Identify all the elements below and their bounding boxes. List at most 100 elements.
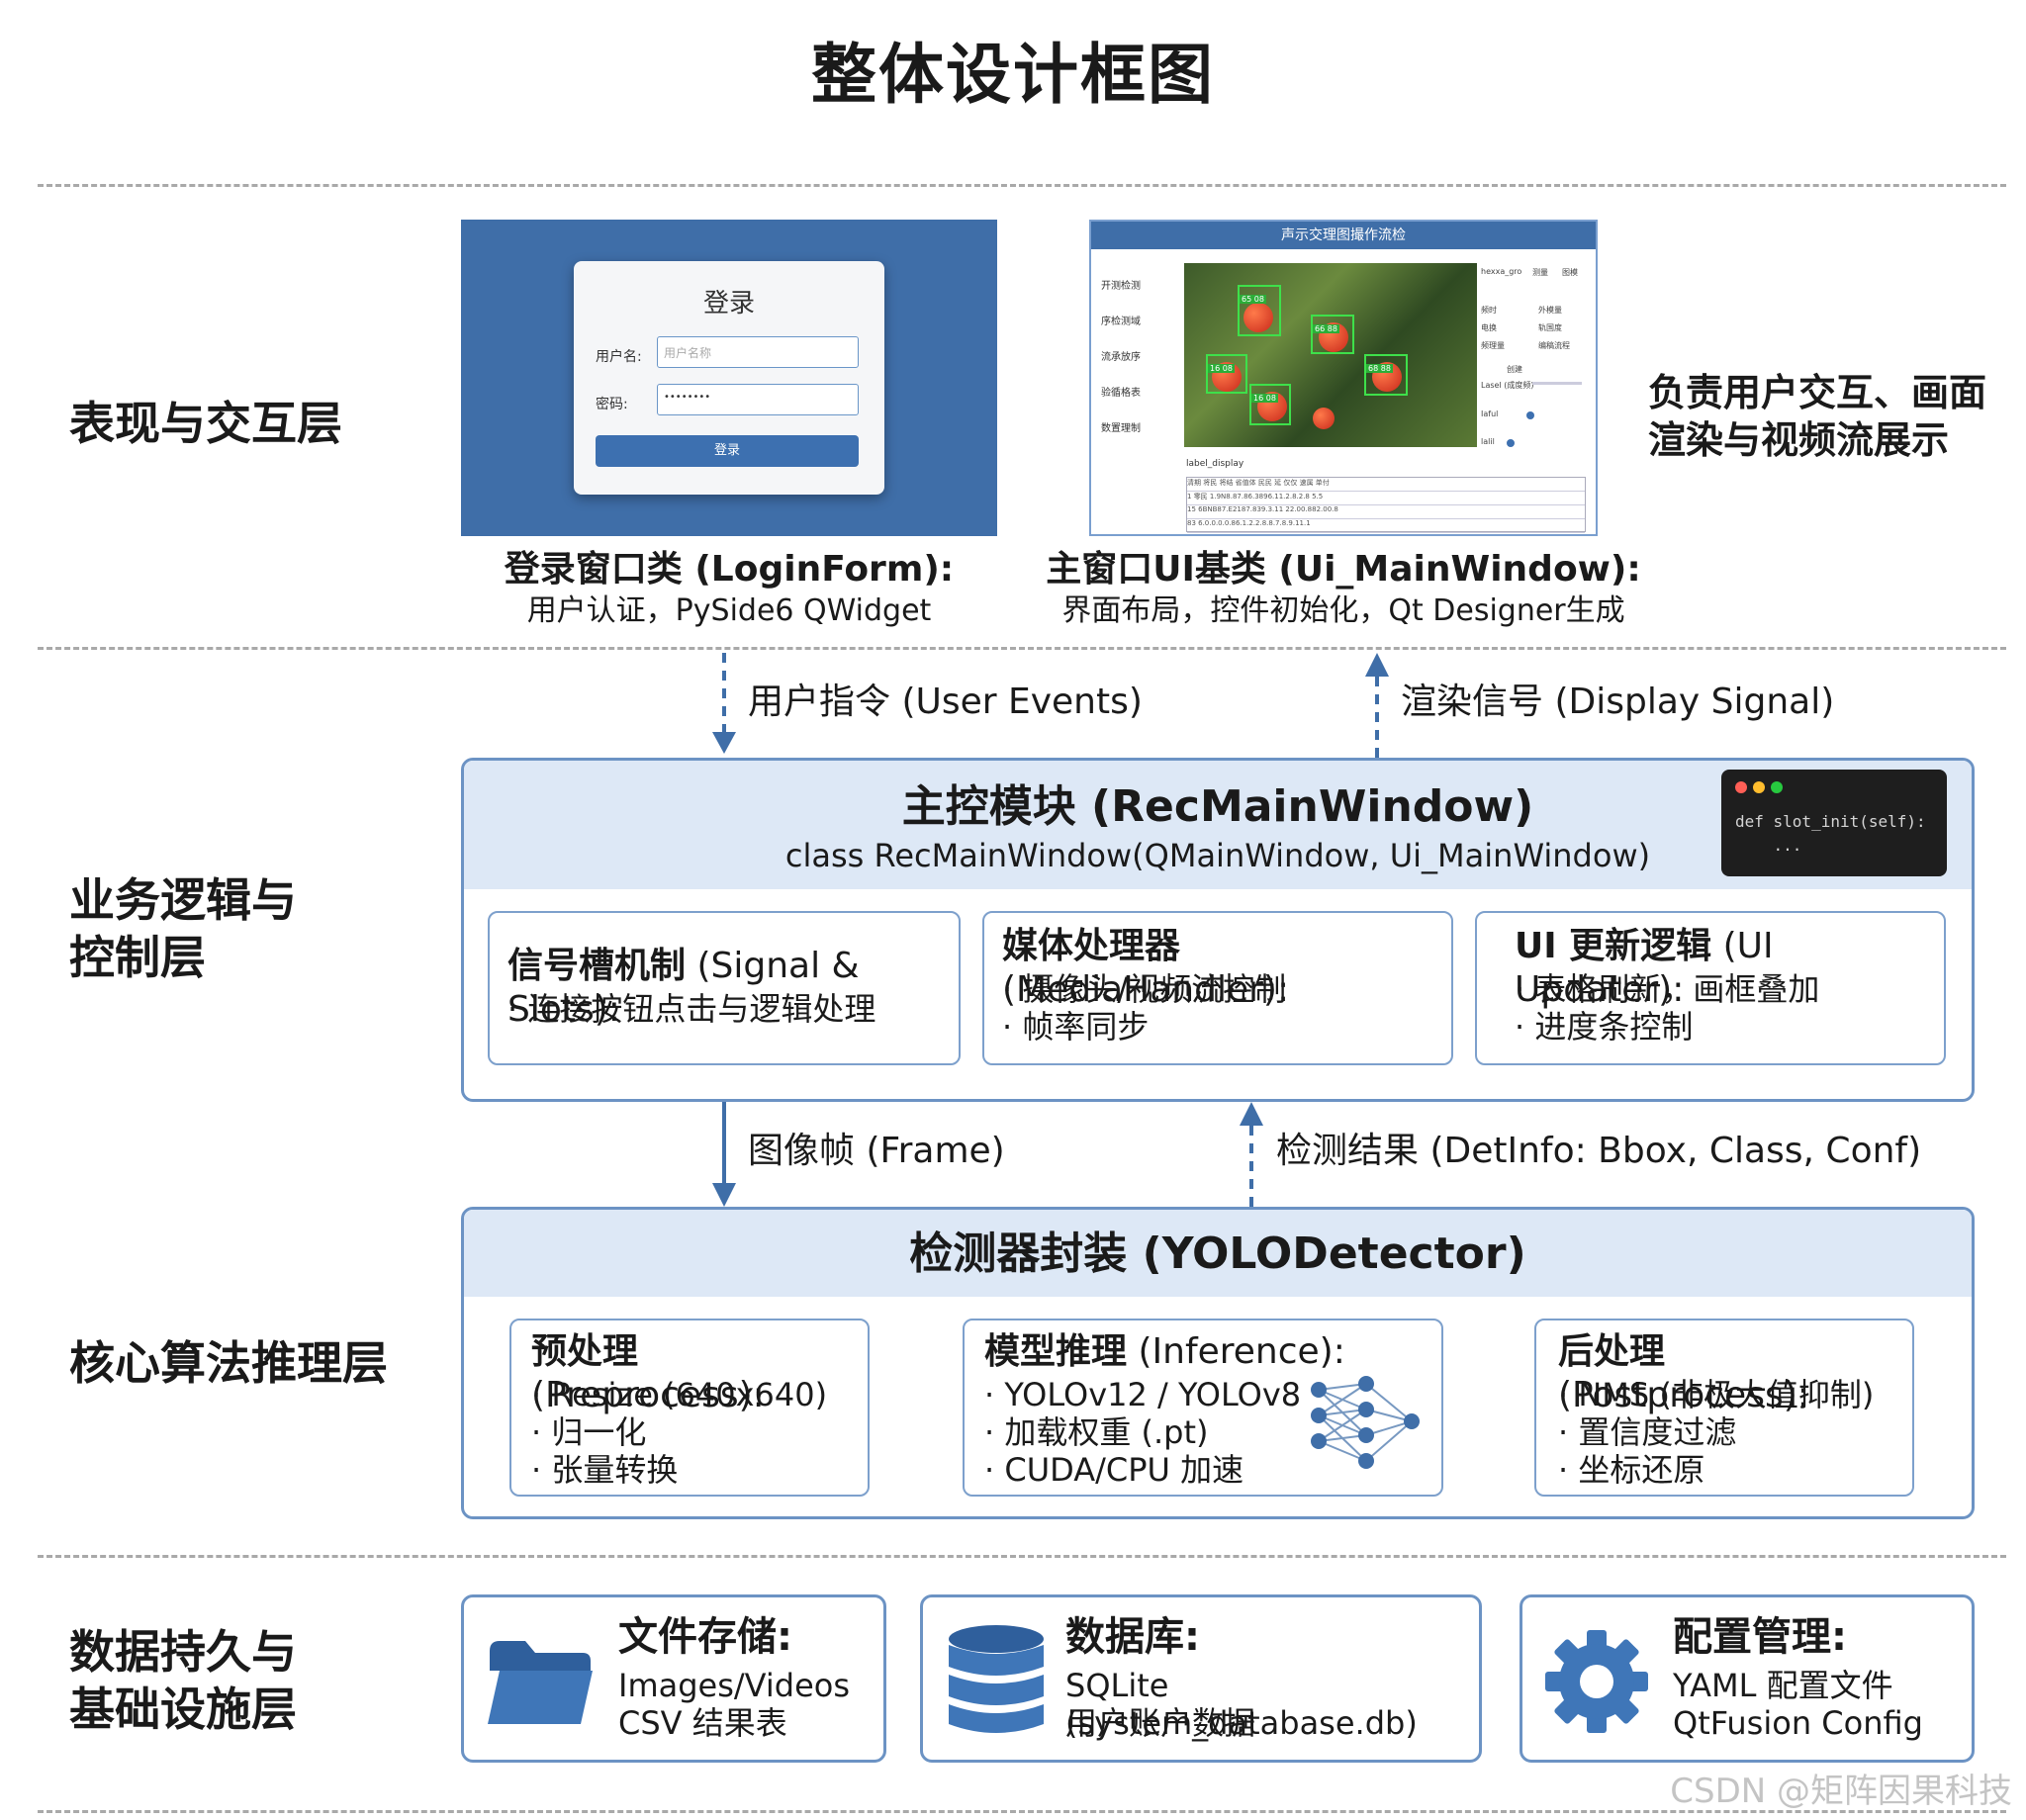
- password-input[interactable]: ••••••••: [657, 384, 859, 415]
- file-storage-box: 文件存储: Images/Videos CSV 结果表: [461, 1594, 886, 1763]
- ui-updater-title: UI 更新逻辑 (UI Updater):: [1515, 925, 1944, 1012]
- login-form-screenshot: 登录 用户名: 用户名称 密码: •••••••• 登录: [461, 220, 997, 536]
- watermark: CSDN @矩阵因果科技: [1670, 1772, 2012, 1811]
- panel-text: 频理量: [1481, 341, 1505, 350]
- tomato: [1243, 303, 1273, 332]
- results-table: 清期 将民 将结 省值体 民民 延 仅仅 速属 单付 1 零民 1.9N8.87…: [1186, 477, 1586, 533]
- sidebar-item[interactable]: 数置理制: [1101, 423, 1141, 434]
- user-events-label: 用户指令 (User Events): [748, 682, 1143, 722]
- business-subtitle: class RecMainWindow(QMainWindow, Ui_Main…: [784, 837, 1651, 874]
- ui-updater-line: · 表格刷新，画框叠加: [1515, 970, 1820, 1008]
- ui-updater-box: UI 更新逻辑 (UI Updater): · 表格刷新，画框叠加 · 进度条控…: [1475, 911, 1946, 1065]
- core-header: [464, 1210, 1972, 1297]
- panel-tab[interactable]: 图模: [1562, 268, 1578, 277]
- table-row: 清期 将民 将结 省值体 民民 延 仅仅 速属 单付: [1187, 478, 1585, 492]
- inference-title-en: (Inference):: [1127, 1331, 1345, 1372]
- layer-label-presentation: 表现与交互层: [69, 397, 342, 450]
- window-maximize-dot: [1771, 781, 1783, 793]
- file-storage-title: 文件存储:: [618, 1614, 792, 1660]
- detection-label: 65 08: [1240, 295, 1266, 304]
- ui-updater-line: · 进度条控制: [1515, 1008, 1694, 1046]
- detection-box: 65 08: [1238, 285, 1281, 336]
- detection-label: 66 88: [1313, 324, 1339, 333]
- preprocess-line: · 张量转换: [531, 1451, 679, 1489]
- sidebar-item[interactable]: 流承放序: [1101, 352, 1141, 363]
- database-title: 数据库:: [1065, 1614, 1200, 1660]
- detinfo-label: 检测结果 (DetInfo: Bbox, Class, Conf): [1276, 1131, 1922, 1171]
- detection-label: 16 08: [1251, 394, 1278, 403]
- panel-text: hexxa_gro: [1481, 267, 1522, 276]
- code-line-1: def slot_init(self):: [1735, 812, 1926, 831]
- media-handler-title-cn: 媒体处理器: [1002, 926, 1181, 966]
- user-events-arrow: [712, 653, 736, 754]
- panel-text: 编稿流程: [1538, 341, 1570, 350]
- slider-handle[interactable]: [1507, 439, 1515, 447]
- core-title: 检测器封装 (YOLODetector): [909, 1228, 1526, 1279]
- media-handler-box: 媒体处理器 (MediaHandler): · 摄像头/视频流控制 · 帧率同步: [982, 911, 1453, 1065]
- mw-caption-title: 主窗口UI基类 (Ui_MainWindow):: [1046, 549, 1641, 590]
- panel-text: 外模量: [1538, 306, 1562, 315]
- panel-text: 轨国度: [1538, 323, 1562, 332]
- display-signal-label: 渲染信号 (Display Signal): [1401, 682, 1835, 722]
- sidebar-item[interactable]: 序检测域: [1101, 317, 1141, 327]
- config-title: 配置管理:: [1673, 1614, 1847, 1660]
- signal-slots-title-en: (Signal & Slots):: [507, 946, 860, 1030]
- business-box: 主控模块 (RecMainWindow) class RecMainWindow…: [461, 758, 1975, 1102]
- layer-label-data-1: 数据持久与: [69, 1625, 297, 1679]
- sidebar-item[interactable]: 验循格表: [1101, 388, 1141, 399]
- table-row: 15 6BNB87.E2187.839.3.11 22.00.882.00.8: [1187, 505, 1585, 519]
- panel-text: 频时: [1481, 306, 1497, 315]
- login-button[interactable]: 登录: [596, 435, 859, 467]
- signal-slots-box: 信号槽机制 (Signal & Slots): · 连接按钮点击与逻辑处理: [488, 911, 961, 1065]
- postprocess-title-en: (Postprocess):: [1558, 1375, 1809, 1415]
- panel-text: 电换: [1481, 323, 1497, 332]
- tomato: [1313, 408, 1335, 429]
- panel-text: Lasel (成度频): [1481, 381, 1534, 390]
- layer-label-core: 核心算法推理层: [69, 1336, 388, 1390]
- detection-image: 65 08 66 88 16 08 68 88 16 08: [1184, 263, 1477, 447]
- sidebar-item[interactable]: 开测检测: [1101, 281, 1141, 292]
- panel-text: lalil: [1481, 437, 1495, 446]
- signal-slots-title-cn: 信号槽机制: [507, 946, 687, 986]
- main-window-screenshot: 声示交理图撮作流检 开测检测 序检测域 流承放序 验循格表 数置理制 65 08…: [1089, 220, 1598, 536]
- postprocess-title: 后处理 (Postprocess):: [1558, 1330, 1912, 1417]
- detection-box: 16 08: [1249, 384, 1291, 425]
- slider-handle[interactable]: [1526, 411, 1534, 419]
- layer-label-data-2: 基础设施层: [69, 1683, 297, 1736]
- inference-line: · 加载权重 (.pt): [984, 1413, 1209, 1451]
- username-input[interactable]: 用户名称: [657, 336, 859, 368]
- separator: [38, 647, 2006, 650]
- panel-tab[interactable]: 测量: [1532, 268, 1548, 277]
- diagram-title: 整体设计框图: [811, 37, 1215, 113]
- preprocess-title: 预处理 (Preprocess):: [531, 1330, 868, 1417]
- panel-text: 创建: [1507, 365, 1522, 374]
- password-label: 密码:: [596, 397, 628, 412]
- inference-line: · YOLOv12 / YOLOv8: [984, 1376, 1302, 1413]
- preprocess-line: · Resize (640x640): [531, 1376, 828, 1413]
- signal-slots-title: 信号槽机制 (Signal & Slots):: [507, 945, 959, 1032]
- media-handler-title-en: (MediaHandler):: [1002, 969, 1290, 1010]
- main-window-title-bar: 声示交理图撮作流检: [1091, 222, 1596, 249]
- detection-label: 16 08: [1208, 364, 1235, 373]
- postprocess-title-cn: 后处理: [1558, 1331, 1666, 1372]
- frame-arrow: [712, 1102, 736, 1207]
- postprocess-line: · 置信度过滤: [1558, 1413, 1737, 1451]
- neural-network-icon: [1311, 1376, 1420, 1469]
- presentation-note-1: 负责用户交互、画面: [1648, 371, 1987, 414]
- preprocess-line: · 归一化: [531, 1413, 647, 1451]
- slider-track[interactable]: [1532, 382, 1582, 385]
- detection-box: 68 88: [1364, 354, 1408, 396]
- business-title: 主控模块 (RecMainWindow): [901, 781, 1534, 832]
- database-line: SQLite (system_database.db): [1065, 1667, 1418, 1742]
- inference-title: 模型推理 (Inference):: [984, 1330, 1345, 1374]
- separator: [38, 184, 2006, 187]
- table-row: 1 零民 1.9N8.87.86.3896.11.2.8.2.8 5.5: [1187, 492, 1585, 505]
- detinfo-arrow: [1240, 1102, 1263, 1207]
- file-storage-line: CSV 结果表: [618, 1704, 787, 1742]
- login-caption-sub: 用户认证，PySide6 QWidget: [526, 593, 932, 628]
- login-dialog: 登录 用户名: 用户名称 密码: •••••••• 登录: [574, 261, 884, 495]
- core-box: 检测器封装 (YOLODetector) 预处理 (Preprocess): ·…: [461, 1207, 1975, 1519]
- ui-updater-title-en: (UI Updater):: [1515, 926, 1774, 1010]
- detection-box: 66 88: [1311, 315, 1354, 354]
- media-handler-line: · 帧率同步: [1002, 1008, 1150, 1046]
